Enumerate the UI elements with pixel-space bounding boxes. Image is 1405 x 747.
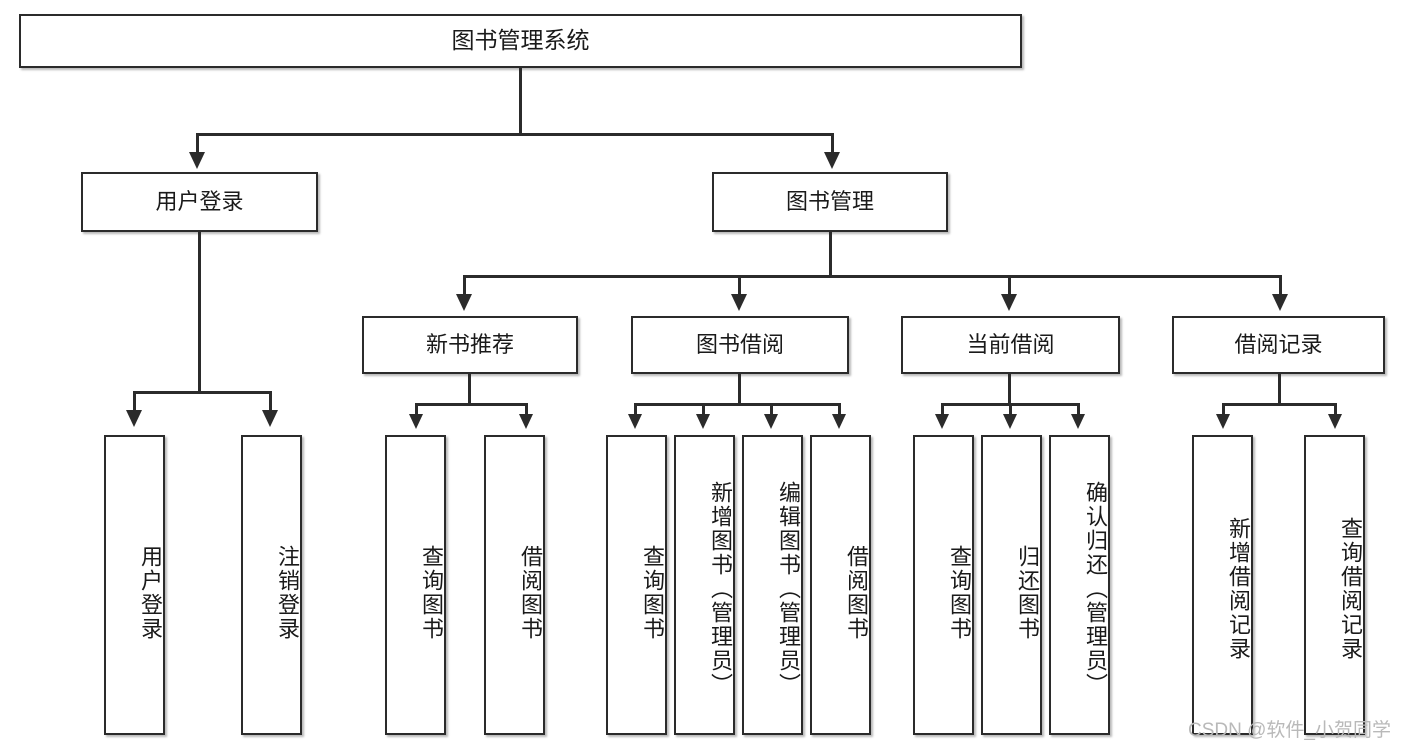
- connector-level3-drop-1: [463, 275, 466, 297]
- node-label: 新书推荐: [425, 332, 514, 358]
- leaf-user-login[interactable]: 用户登录: [104, 435, 165, 735]
- leaf-return-book[interactable]: 归还图书: [981, 435, 1042, 735]
- connector-level3-drop-3: [1008, 275, 1011, 297]
- node-label: 借阅图书: [844, 545, 869, 641]
- node-label: 编辑图书（管理员）: [776, 481, 801, 697]
- connector-current-borrow-drop-3: [1077, 403, 1080, 417]
- connector-book-borrow-drop-3: [770, 403, 773, 417]
- connector-new-book-drop-2: [525, 403, 528, 417]
- connector-user-login-drop-2: [269, 391, 272, 413]
- connector-borrow-record-bus: [1222, 403, 1337, 406]
- arrow-new-book-leaf-2: [519, 414, 533, 429]
- leaf-current-borrow-query[interactable]: 查询图书: [913, 435, 974, 735]
- connector-user-login-stem: [198, 232, 201, 394]
- leaf-book-edit-admin[interactable]: 编辑图书（管理员）: [742, 435, 803, 735]
- arrow-to-borrow-record: [1272, 294, 1288, 311]
- node-label: 当前借阅: [966, 332, 1055, 358]
- connector-root-drop-1: [196, 133, 199, 155]
- connector-book-borrow-drop-2: [702, 403, 705, 417]
- arrow-current-borrow-leaf-2: [1003, 414, 1017, 429]
- arrow-book-borrow-leaf-2: [696, 414, 710, 429]
- node-label: 查询图书: [419, 545, 444, 641]
- connector-current-borrow-drop-1: [941, 403, 944, 417]
- leaf-confirm-return-admin[interactable]: 确认归还（管理员）: [1049, 435, 1110, 735]
- arrow-to-current-borrow: [1001, 294, 1017, 311]
- connector-book-management-stem: [829, 232, 832, 278]
- leaf-query-borrow-record[interactable]: 查询借阅记录: [1304, 435, 1365, 735]
- connector-current-borrow-drop-2: [1009, 403, 1012, 417]
- arrow-to-book-borrow: [731, 294, 747, 311]
- node-label: 用户登录: [155, 189, 244, 215]
- connector-book-borrow-drop-1: [634, 403, 637, 417]
- arrow-user-login-to-leaf-2: [262, 410, 278, 427]
- connector-user-login-bus: [133, 391, 271, 394]
- leaf-new-book-query[interactable]: 查询图书: [385, 435, 446, 735]
- leaf-book-add-admin[interactable]: 新增图书（管理员）: [674, 435, 735, 735]
- arrow-root-to-book-management: [824, 152, 840, 169]
- leaf-new-book-borrow[interactable]: 借阅图书: [484, 435, 545, 735]
- node-label: 归还图书: [1015, 545, 1040, 641]
- node-label: 图书管理系统: [451, 27, 590, 54]
- connector-level3-drop-4: [1279, 275, 1282, 297]
- arrow-book-borrow-leaf-1: [628, 414, 642, 429]
- node-label: 注销登录: [275, 545, 300, 641]
- node-new-book-recommend[interactable]: 新书推荐: [362, 316, 578, 374]
- leaf-book-borrow-action[interactable]: 借阅图书: [810, 435, 871, 735]
- connector-book-borrow-stem: [738, 374, 741, 406]
- connector-borrow-record-drop-1: [1222, 403, 1225, 417]
- node-book-borrow[interactable]: 图书借阅: [631, 316, 849, 374]
- connector-level3-bus: [463, 275, 1281, 278]
- connector-new-book-bus: [415, 403, 528, 406]
- arrow-new-book-leaf-1: [409, 414, 423, 429]
- connector-user-login-drop-1: [133, 391, 136, 413]
- connector-root-bus: [196, 133, 833, 136]
- leaf-logout[interactable]: 注销登录: [241, 435, 302, 735]
- connector-new-book-stem: [468, 374, 471, 406]
- node-root-book-management-system[interactable]: 图书管理系统: [19, 14, 1022, 68]
- node-label: 图书管理: [785, 189, 874, 215]
- node-borrow-record[interactable]: 借阅记录: [1172, 316, 1385, 374]
- arrow-user-login-to-leaf-1: [126, 410, 142, 427]
- node-label: 新增借阅记录: [1226, 517, 1251, 661]
- connector-borrow-record-drop-2: [1334, 403, 1337, 417]
- connector-book-borrow-bus: [634, 403, 841, 406]
- leaf-add-borrow-record[interactable]: 新增借阅记录: [1192, 435, 1253, 735]
- node-label: 借阅记录: [1234, 332, 1323, 358]
- node-label: 借阅图书: [518, 545, 543, 641]
- node-label: 确认归还（管理员）: [1083, 481, 1108, 697]
- node-label: 新增图书（管理员）: [708, 481, 733, 697]
- node-label: 图书借阅: [695, 332, 784, 358]
- arrow-book-borrow-leaf-3: [764, 414, 778, 429]
- connector-new-book-drop-1: [415, 403, 418, 417]
- connector-level3-drop-2: [738, 275, 741, 297]
- csdn-watermark: CSDN @软件_小贺同学: [1188, 720, 1391, 741]
- connector-borrow-record-stem: [1278, 374, 1281, 406]
- node-user-login[interactable]: 用户登录: [81, 172, 318, 232]
- node-label: 用户登录: [138, 545, 163, 641]
- connector-book-borrow-drop-4: [838, 403, 841, 417]
- arrow-root-to-user-login: [189, 152, 205, 169]
- arrow-current-borrow-leaf-3: [1071, 414, 1085, 429]
- arrow-current-borrow-leaf-1: [935, 414, 949, 429]
- node-book-management[interactable]: 图书管理: [712, 172, 948, 232]
- connector-current-borrow-stem: [1008, 374, 1011, 406]
- leaf-book-borrow-query[interactable]: 查询图书: [606, 435, 667, 735]
- connector-root-stem: [519, 68, 522, 135]
- node-label: 查询图书: [640, 545, 665, 641]
- arrow-to-new-book: [456, 294, 472, 311]
- node-current-borrow[interactable]: 当前借阅: [901, 316, 1120, 374]
- node-label: 查询借阅记录: [1338, 517, 1363, 661]
- connector-root-drop-2: [831, 133, 834, 155]
- arrow-borrow-record-leaf-1: [1216, 414, 1230, 429]
- arrow-borrow-record-leaf-2: [1328, 414, 1342, 429]
- node-label: 查询图书: [947, 545, 972, 641]
- arrow-book-borrow-leaf-4: [832, 414, 846, 429]
